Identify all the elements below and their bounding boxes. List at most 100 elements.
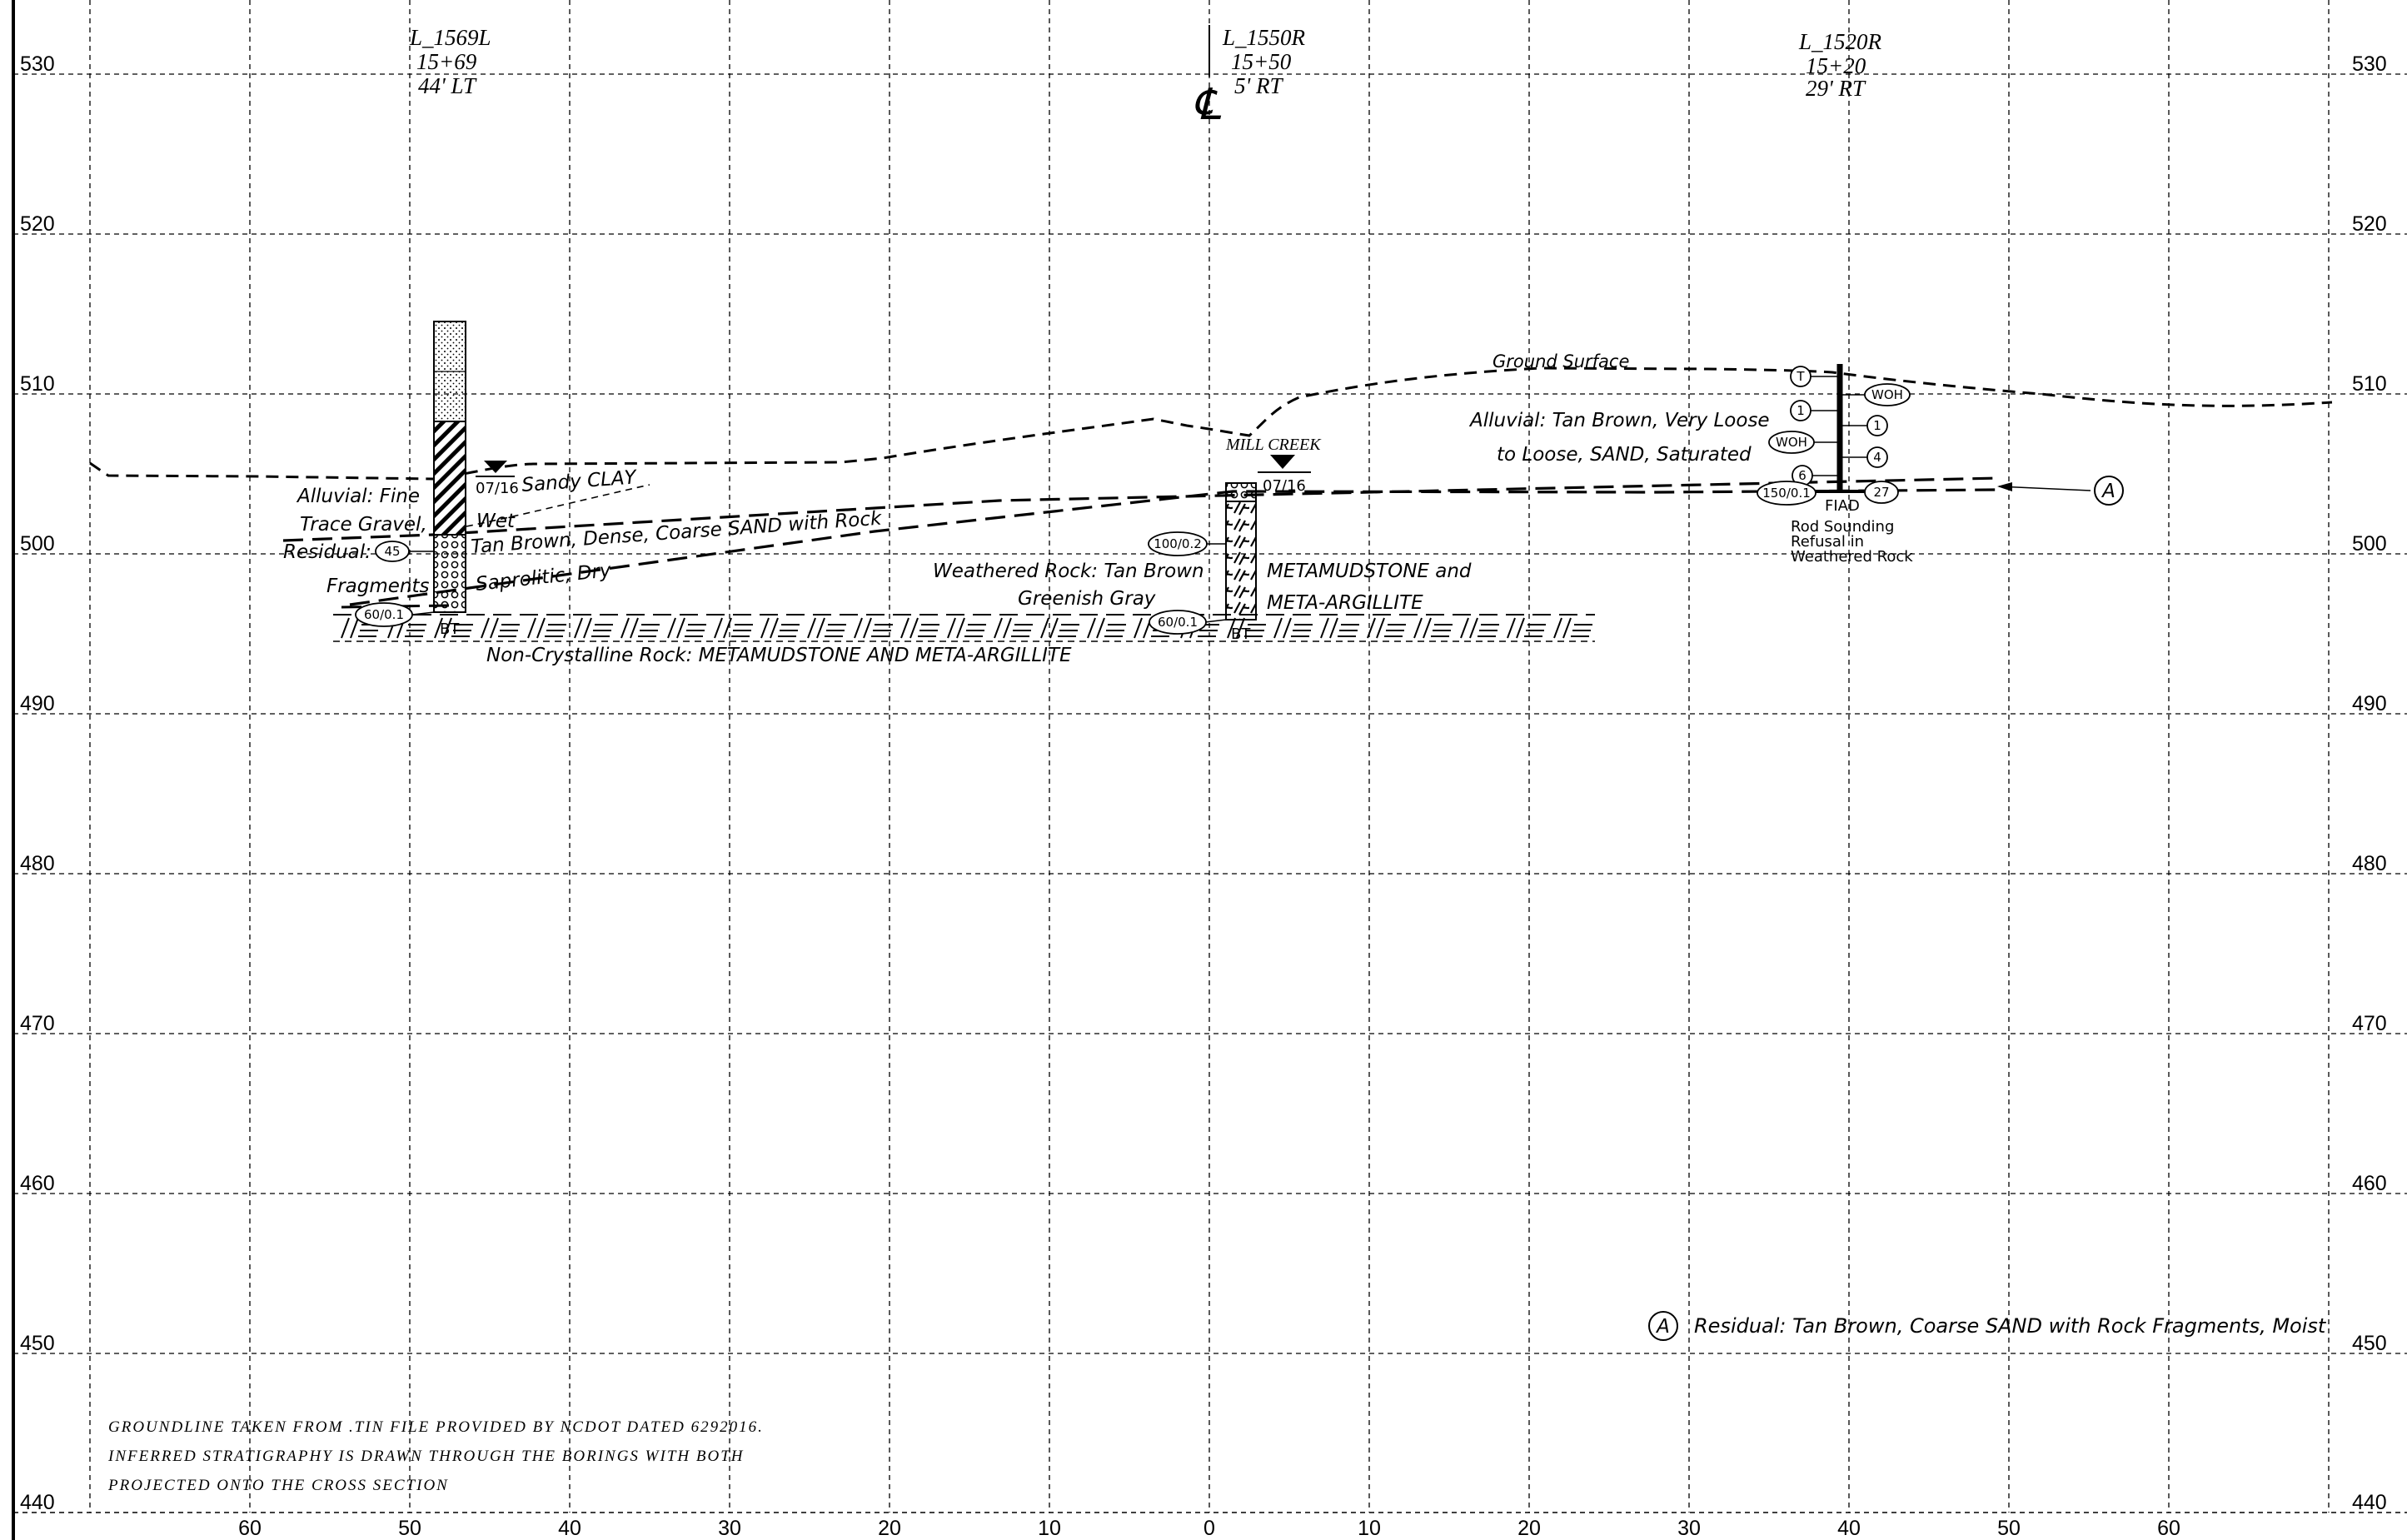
- station-label: 50: [398, 1517, 421, 1540]
- blow-count-b3-1: 1: [1790, 400, 1840, 421]
- blow-count-b3-6: 6: [1792, 465, 1840, 486]
- alluvial-tan-label: Alluvial: Tan Brown, Very Loose: [1468, 410, 1770, 431]
- boring-column-1: [433, 321, 466, 613]
- bt-label-1: BT: [440, 620, 460, 638]
- elevation-label: 500: [20, 532, 55, 556]
- non-crystalline-rock-label: Non-Crystalline Rock: METAMUDSTONE AND M…: [486, 645, 1072, 666]
- weathered-rock-top-line: [341, 604, 451, 609]
- elevation-label: 530: [20, 52, 55, 76]
- svg-text:60/0.1: 60/0.1: [1158, 615, 1198, 630]
- boring-offset: 29' RT: [1806, 76, 1866, 101]
- fiad-label: FIAD: [1825, 497, 1860, 515]
- svg-text:1: 1: [1873, 418, 1881, 433]
- rock-symbol: [574, 617, 613, 639]
- wet-clay-thin-line: [466, 484, 650, 527]
- elevation-label: 440: [2352, 1491, 2387, 1514]
- ground-surface-line: [89, 366, 2333, 481]
- rock-symbol: [481, 617, 520, 639]
- svg-text:45: 45: [384, 544, 400, 559]
- boring-header-1: L_1569L 15+69 44' LT: [409, 25, 491, 98]
- elevation-label: 520: [20, 212, 55, 236]
- residual-label: Residual:: [283, 541, 371, 563]
- blow-count-b3-1-right: 1: [1840, 415, 1888, 436]
- rock-symbol: [1507, 617, 1546, 639]
- rod-sounding-label: Rod Sounding: [1791, 518, 1894, 536]
- station-label: 60: [2157, 1517, 2180, 1540]
- rock-symbol-band: [341, 617, 1592, 639]
- elevation-label: 510: [20, 372, 55, 396]
- blow-count-b3-woh-right: WOH: [1840, 383, 1911, 406]
- greenish-gray-label: Greenish Gray: [1018, 588, 1156, 610]
- station-label: 20: [1517, 1517, 1541, 1540]
- blow-count-b3-4: 4: [1840, 446, 1888, 468]
- rock-symbol: [1460, 617, 1499, 639]
- blow-count-b3-woh-left: WOH: [1768, 431, 1840, 454]
- station-label: 20: [878, 1517, 901, 1540]
- wet-label: Wet: [476, 511, 516, 532]
- rock-symbol: [1227, 617, 1266, 639]
- notes-block: GROUNDLINE TAKEN FROM .TIN FILE PROVIDED…: [107, 1418, 764, 1494]
- rock-symbol: [527, 617, 566, 639]
- boring-station: 15+69: [416, 49, 477, 74]
- station-label: 60: [238, 1517, 262, 1540]
- meta-argillite-label: META-ARGILLITE: [1267, 592, 1423, 614]
- rock-symbol: [620, 617, 660, 639]
- callout-a: A: [1997, 476, 2124, 506]
- svg-text:60/0.1: 60/0.1: [364, 607, 404, 622]
- station-label: 10: [1358, 1517, 1381, 1540]
- rock-symbol: [760, 617, 800, 639]
- station-label: 30: [1677, 1517, 1701, 1540]
- rock-symbol: [807, 617, 846, 639]
- station-label: 30: [718, 1517, 741, 1540]
- svg-text:1: 1: [1797, 403, 1805, 418]
- blow-count-b2-100: 100/0.2: [1148, 531, 1226, 556]
- svg-text:6: 6: [1798, 468, 1806, 483]
- elevation-label: 510: [2352, 372, 2387, 396]
- elevation-label: 460: [2352, 1172, 2387, 1195]
- elevation-label: 460: [20, 1172, 55, 1195]
- boring-id: L_1520R: [1798, 29, 1882, 54]
- svg-text:WOH: WOH: [1871, 387, 1903, 402]
- rock-symbol: [854, 617, 893, 639]
- weathered-rock-label: Weathered Rock: Tan Brown: [933, 561, 1204, 582]
- station-label: 0: [1204, 1517, 1215, 1540]
- horizontal-gridlines: [13, 73, 2407, 1354]
- legend-a: A Residual: Tan Brown, Coarse SAND with …: [1648, 1311, 2327, 1341]
- note-line-2: INFERRED STRATIGRAPHY IS DRAWN THROUGH T…: [107, 1448, 745, 1465]
- elevation-label: 470: [20, 1012, 55, 1035]
- alluvial-tan-label-2: to Loose, SAND, Saturated: [1497, 444, 1752, 466]
- water-table-marker-2: 07/16: [1258, 455, 1311, 495]
- note-line-1: GROUNDLINE TAKEN FROM .TIN FILE PROVIDED…: [108, 1418, 764, 1436]
- blow-count-b1-45: 45: [375, 541, 434, 562]
- svg-text:4: 4: [1873, 450, 1881, 465]
- legend-a-text: Residual: Tan Brown, Coarse SAND with Ro…: [1694, 1314, 2327, 1338]
- mill-creek-label: MILL CREEK: [1225, 436, 1322, 454]
- blow-count-b3-150: 150/0.1: [1757, 481, 1816, 506]
- rock-symbol: [1087, 617, 1126, 639]
- station-label: 10: [1038, 1517, 1061, 1540]
- station-label: 40: [558, 1517, 581, 1540]
- ground-surface-label: Ground Surface: [1493, 351, 1629, 371]
- water-table-date: 07/16: [1263, 477, 1306, 495]
- sandy-clay-label: Sandy CLAY: [521, 466, 639, 496]
- svg-text:WOH: WOH: [1776, 435, 1807, 450]
- water-table-date: 07/16: [476, 480, 519, 497]
- rock-symbol: [1273, 617, 1313, 639]
- rock-symbol: [1320, 617, 1359, 639]
- rock-symbol: [434, 617, 473, 639]
- svg-text:150/0.1: 150/0.1: [1762, 486, 1811, 501]
- water-table-marker-1: 07/16: [476, 461, 519, 497]
- elevation-label: 490: [2352, 692, 2387, 715]
- elevation-label: 480: [2352, 852, 2387, 875]
- elevation-label: 450: [20, 1332, 55, 1355]
- blow-count-b2-60: 60/0.1: [1149, 610, 1227, 635]
- rock-symbol: [1553, 617, 1592, 639]
- rock-symbol: [667, 617, 706, 639]
- note-line-3: PROJECTED ONTO THE CROSS SECTION: [107, 1477, 449, 1494]
- boring-offset: 5' RT: [1234, 73, 1284, 98]
- svg-text:100/0.2: 100/0.2: [1154, 536, 1202, 551]
- elevation-label: 520: [2352, 212, 2387, 236]
